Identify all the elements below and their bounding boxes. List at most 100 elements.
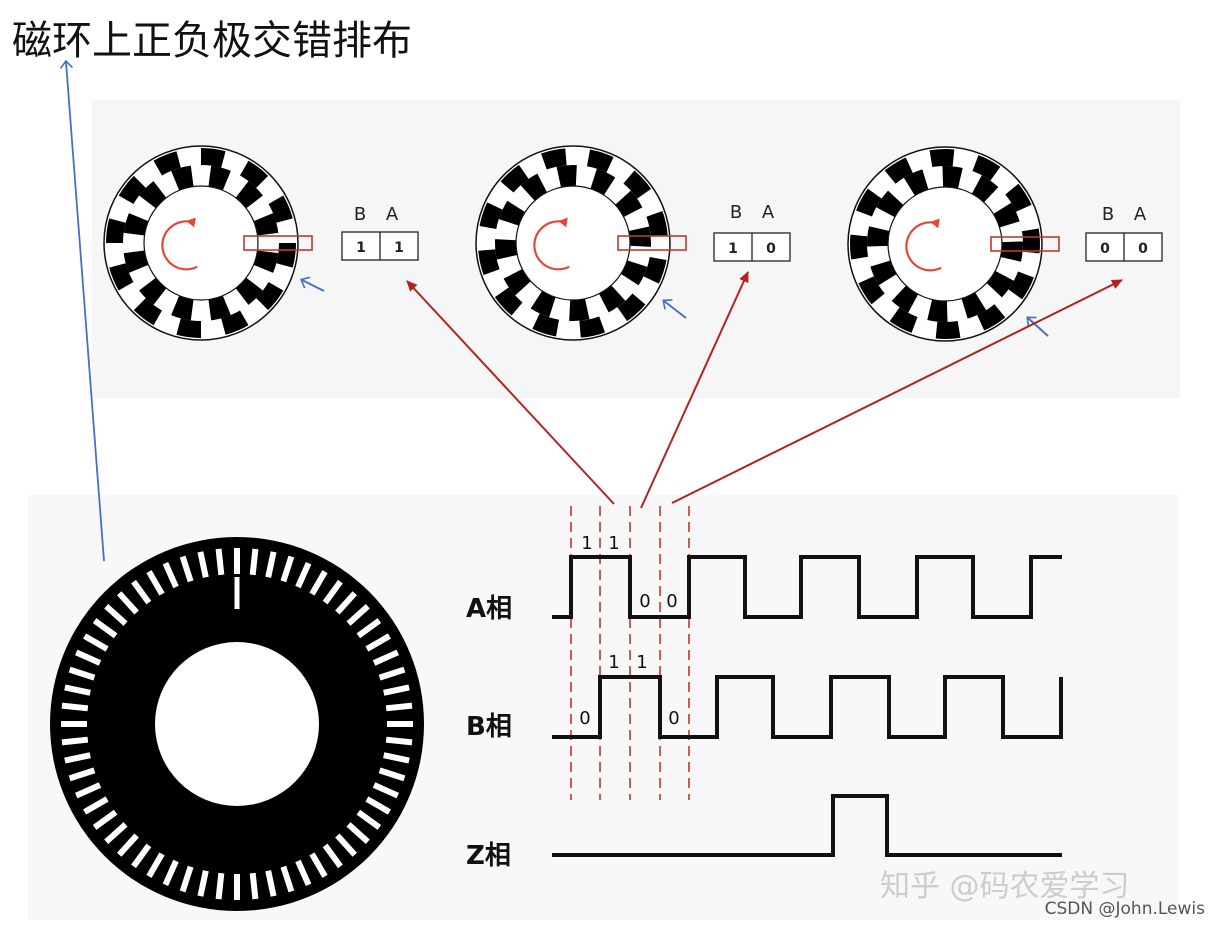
magnet-pole-outer — [1008, 271, 1034, 300]
code-wheel-slot — [83, 633, 109, 652]
magnet-pole-outer — [972, 155, 1001, 181]
code-wheel-slot — [309, 852, 328, 878]
magnet-pole-inner — [615, 190, 643, 217]
magnet-pole-outer — [977, 304, 1006, 331]
magnet-pole-inner — [139, 181, 167, 209]
magnet-pole-outer — [106, 218, 126, 243]
b-mark-1: 0 — [579, 708, 590, 729]
code-wheel — [50, 537, 424, 911]
code-wheel-slot — [335, 833, 357, 857]
magnet-pole-outer — [478, 249, 500, 276]
code-wheel-slot — [74, 649, 102, 666]
rotation-arrow-icon — [533, 217, 570, 271]
b-mark-4: 0 — [668, 708, 679, 729]
magnet-ring-2 — [475, 145, 687, 341]
ba-box-2: B A 1 0 — [713, 202, 791, 262]
code-wheel-slot — [265, 870, 277, 897]
magnet-pole-inner — [971, 175, 999, 203]
ba-box-3-label-a: A — [1134, 204, 1147, 225]
hall-sensor-box — [243, 235, 313, 251]
code-wheel-slot — [249, 872, 259, 900]
credit: CSDN @John.Lewis — [1045, 899, 1205, 919]
code-wheel-slot — [356, 618, 382, 639]
code-wheel-slot — [61, 702, 89, 712]
code-wheel-slot — [309, 570, 328, 596]
code-wheel-slot — [162, 561, 179, 589]
magnet-pole-outer — [109, 263, 134, 291]
code-wheel-slot — [280, 865, 295, 893]
magnet-pole-outer — [221, 310, 249, 335]
code-wheel-slot — [179, 865, 194, 893]
code-wheel-slot — [280, 555, 295, 583]
code-wheel-slot — [179, 555, 194, 583]
magnet-pole-inner — [993, 202, 1020, 228]
code-wheel-slot — [322, 579, 343, 605]
magnet-pole-inner — [876, 190, 904, 218]
code-wheel-slot — [197, 551, 209, 578]
rotation-arrow-icon — [161, 217, 198, 271]
magnet-pole-inner — [208, 165, 231, 191]
code-wheel-slot — [92, 809, 118, 830]
b-mark-2: 1 — [608, 652, 619, 673]
code-wheel-slot — [365, 796, 391, 815]
arrow-to-box-1 — [406, 280, 615, 505]
magnet-pole-inner — [208, 295, 231, 321]
arrow-to-box-2 — [640, 271, 749, 509]
magnet-pole-inner — [530, 290, 556, 318]
magnet-pole-outer — [579, 316, 606, 338]
magnet-pole-outer — [176, 318, 201, 338]
code-wheel-slot — [131, 579, 152, 605]
magnet-pole-inner — [569, 298, 590, 322]
ba-box-1-value-b: 1 — [356, 240, 366, 256]
magnet-pole-inner — [620, 260, 648, 286]
code-wheel-slot — [68, 767, 96, 782]
magnet-pole-outer — [153, 151, 181, 176]
code-wheel-slot — [383, 752, 410, 764]
magnet-pole-inner — [498, 200, 526, 226]
magnet-pole-outer — [1005, 183, 1032, 212]
ring-3-blue-arrow — [1026, 316, 1049, 337]
code-wheel-slot — [104, 604, 128, 626]
hall-sensor-box — [990, 236, 1060, 252]
page-title: 磁环上正负极交错排布 — [12, 18, 412, 64]
magnet-pole-outer — [856, 188, 882, 217]
ba-box-1-label-a: A — [386, 204, 399, 225]
magnet-pole-outer — [276, 243, 296, 268]
code-wheel-slot — [215, 872, 225, 900]
ba-box-3-value-a: 0 — [1138, 241, 1148, 257]
code-wheel-slot — [92, 618, 118, 639]
magnet-pole-inner — [253, 250, 279, 273]
magnet-pole-inner — [495, 239, 518, 260]
ba-box-1: B A 1 1 — [341, 204, 419, 261]
a-mark-1: 1 — [581, 533, 592, 554]
magnet-pole-inner — [599, 285, 626, 313]
code-wheel-slot — [104, 822, 128, 844]
code-wheel-slot — [249, 548, 259, 576]
code-wheel-slot — [146, 570, 165, 596]
magnet-pole-outer — [532, 313, 560, 337]
code-wheel-slot — [117, 833, 139, 857]
ba-box-2-value-b: 1 — [728, 241, 738, 257]
magnet-pole-inner — [986, 270, 1014, 298]
code-wheel-slot — [385, 702, 413, 712]
magnet-pole-outer — [494, 287, 523, 316]
code-wheel-slot — [64, 752, 91, 764]
magnet-ring-1 — [103, 145, 313, 341]
magnet-rings — [103, 145, 1060, 342]
magnet-pole-outer — [500, 164, 529, 193]
code-wheel-slot — [295, 561, 312, 589]
code-wheel-slot — [61, 736, 89, 746]
magnet-pole-outer — [646, 210, 668, 237]
magnet-pole-outer — [849, 234, 869, 260]
magnet-pole-outer — [643, 256, 667, 284]
magnet-pole-outer — [479, 202, 503, 230]
magnet-pole-outer — [256, 282, 284, 311]
magnet-pole-inner — [503, 269, 531, 296]
magnet-pole-outer — [540, 148, 567, 170]
code-wheel-slot — [265, 551, 277, 578]
code-wheel-slot — [146, 852, 165, 878]
magnet-pole-inner — [961, 292, 987, 319]
magnet-pole-outer — [623, 170, 652, 199]
z-phase-label: Z相 — [466, 841, 511, 871]
